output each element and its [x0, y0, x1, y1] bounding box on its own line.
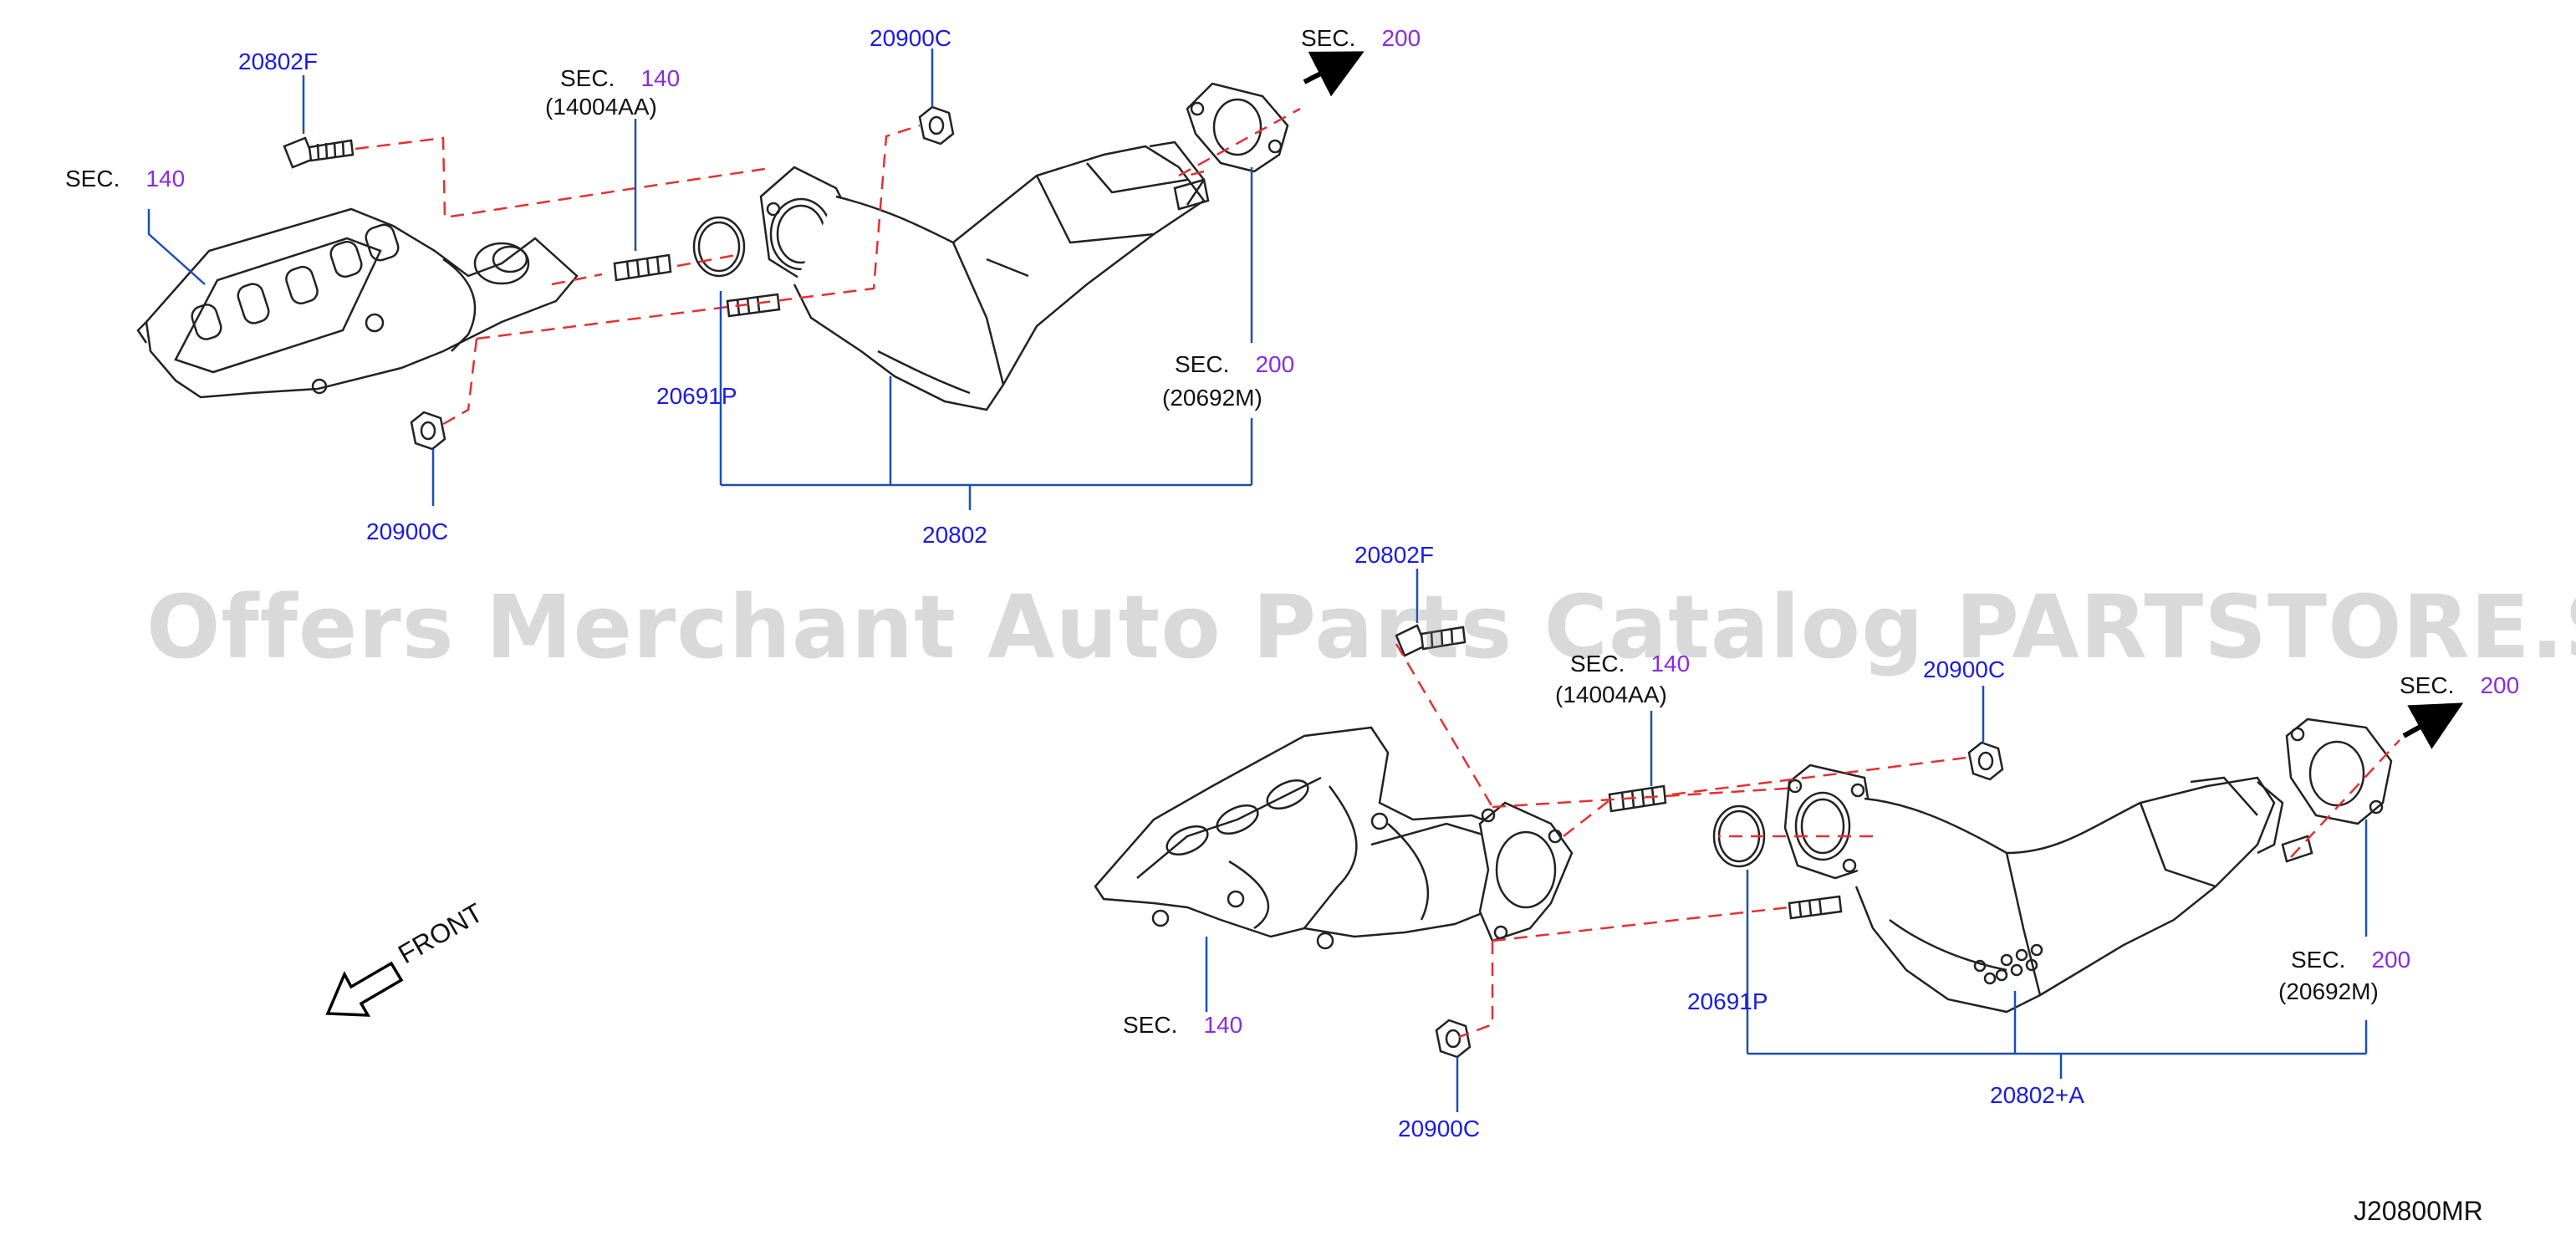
lower-sec-manifold[interactable]: SEC. 140 [1123, 1012, 1242, 1039]
upper-sec-stud-word: SEC. [560, 65, 615, 91]
upper-sec-gasket-sub: (20692M) [1162, 385, 1262, 411]
lower-sec-gasket-word: SEC. [2291, 947, 2346, 973]
upper-nut-top-label[interactable]: 20900C [870, 25, 952, 51]
lower-stud [1608, 784, 1667, 813]
upper-assembly [136, 51, 1365, 451]
lower-sec-stud-word: SEC. [1570, 651, 1625, 677]
upper-assembly-label[interactable]: 20802 [922, 522, 987, 548]
lower-nut-bottom-label[interactable]: 20900C [1398, 1116, 1481, 1141]
upper-sec-gasket-word: SEC. [1175, 351, 1230, 377]
lower-ring-label[interactable]: 20691P [1687, 988, 1768, 1014]
upper-sec-gasket[interactable]: SEC. 200 [1175, 351, 1294, 378]
upper-ring-gasket [692, 216, 746, 278]
upper-sec-stud[interactable]: SEC. 140 [560, 65, 680, 92]
lower-assembly-label[interactable]: 20802+A [1990, 1082, 2084, 1108]
upper-sec-left-num: 140 [145, 166, 186, 192]
upper-sec-gasket-num: 200 [1255, 351, 1295, 377]
front-arrow-icon [325, 961, 404, 1017]
upper-sec-exit-word: SEC. [1301, 25, 1356, 51]
upper-sec-stud-sub: (14004AA) [545, 94, 657, 120]
lower-bolt [1395, 624, 1467, 657]
watermark: Offers Merchant Auto Parts Catalog PARTS… [146, 576, 2576, 678]
upper-exhaust-gasket [1186, 82, 1289, 173]
lower-heat-shield-dimples [1973, 943, 2043, 985]
lower-sec-gasket-sub: (20692M) [2278, 978, 2379, 1004]
lower-flange [1478, 801, 1574, 942]
lower-nut-top [1967, 741, 2004, 781]
lower-catalytic-converter [1783, 763, 2313, 1014]
lower-sec-exit-word: SEC. [2400, 672, 2455, 698]
lower-nut-bottom [1435, 1019, 1472, 1059]
upper-leaders [147, 49, 1253, 510]
lower-sec-manifold-num: 140 [1203, 1012, 1243, 1038]
lower-dashed-lines [1395, 643, 2400, 1039]
upper-stud [613, 253, 672, 282]
lower-sec-gasket-num: 200 [2371, 947, 2411, 973]
upper-catalytic-converter [726, 140, 1210, 411]
upper-bolt-label[interactable]: 20802F [238, 49, 318, 74]
lower-exhaust-gasket [2285, 718, 2393, 825]
lower-exhaust-manifold [1094, 726, 1532, 950]
lower-sec-gasket[interactable]: SEC. 200 [2291, 947, 2410, 973]
upper-sec-exit-num: 200 [1381, 25, 1421, 51]
lower-sec-exit-num: 200 [2480, 672, 2520, 698]
lower-sec-stud-num: 140 [1650, 651, 1691, 677]
lower-sec-stud-sub: (14004AA) [1555, 682, 1667, 707]
upper-nut-bottom-label[interactable]: 20900C [366, 518, 449, 544]
lower-sec-exit[interactable]: SEC. 200 [2400, 672, 2519, 699]
upper-sec-left[interactable]: SEC. 140 [65, 166, 185, 192]
upper-sec-exit[interactable]: SEC. 200 [1301, 25, 1421, 52]
upper-nut-top [918, 105, 955, 146]
lower-bolt-label[interactable]: 20802F [1354, 542, 1434, 568]
upper-nut-bottom [410, 411, 446, 451]
upper-bolt [283, 136, 355, 169]
lower-assembly [1094, 624, 2464, 1059]
diagram-code: J20800MR [2354, 1196, 2483, 1226]
lower-leaders [1205, 569, 2368, 1112]
upper-sec-stud-num: 140 [640, 65, 681, 91]
upper-sec-left-word: SEC. [65, 166, 120, 192]
upper-dashed-lines [355, 107, 1301, 428]
lower-exit-arrow [2402, 702, 2464, 749]
lower-sec-manifold-word: SEC. [1123, 1012, 1178, 1038]
lower-nut-top-label[interactable]: 20900C [1923, 656, 2006, 682]
upper-exhaust-manifold [136, 207, 579, 399]
upper-exit-arrow [1303, 51, 1365, 97]
lower-sec-stud[interactable]: SEC. 140 [1570, 651, 1690, 677]
upper-ring-label[interactable]: 20691P [656, 383, 737, 409]
